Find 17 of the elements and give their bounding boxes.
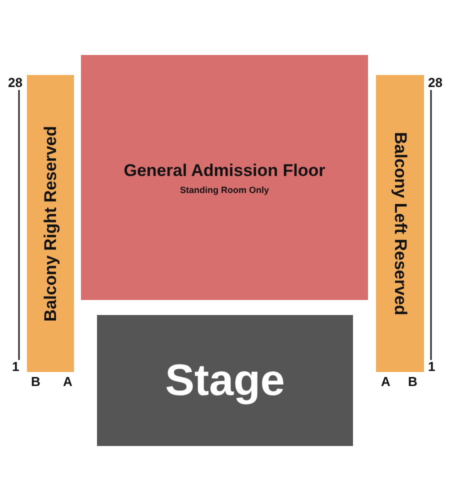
row-number: 1 [12,359,20,374]
seat-letter: B [408,374,418,389]
seat-letter: A [63,374,72,389]
section-name: Balcony Right Reserved [40,126,60,322]
row-number: 28 [8,75,22,90]
section-note: Standing Room Only [180,184,269,194]
seat-letter: B [31,374,40,389]
section-name: Stage [165,356,285,406]
section-name: General Admission Floor [124,160,326,180]
row-number: 28 [428,75,442,90]
section-name: Balcony Left Reserved [390,132,410,316]
balcony-section [376,75,424,372]
seat-letter: A [381,374,390,389]
balcony-section [27,75,74,372]
floor-section [81,55,368,300]
stage-area [97,315,353,446]
row-number: 1 [428,359,436,374]
